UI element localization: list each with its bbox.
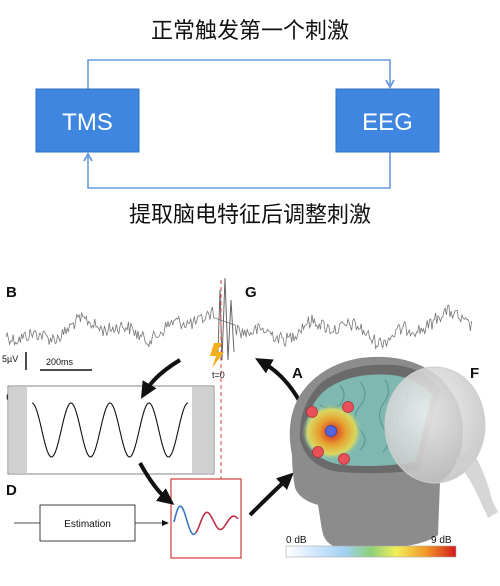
amplitude-scale-label: 5µV — [2, 354, 18, 364]
tms-coil-handle — [455, 448, 498, 518]
panel-e-phase-prediction — [170, 478, 242, 559]
panel-letter-g: G — [245, 284, 257, 301]
tms-box — [35, 88, 140, 153]
eeg-label: EEG — [362, 109, 413, 136]
panel-letter-f: F — [470, 365, 479, 382]
panel-c-filtered-signal — [7, 385, 215, 475]
t0-label: t=0 — [212, 370, 225, 380]
predicted-wave — [195, 511, 239, 534]
filtered-sine-wave — [31, 402, 189, 458]
colorbar-max-label: 9 dB — [431, 535, 452, 546]
bottom-loop-arrow — [83, 152, 391, 189]
tms-coil — [384, 366, 486, 484]
tms-label: TMS — [62, 109, 113, 136]
center-electrode — [325, 425, 337, 437]
top-loop-arrow — [87, 59, 395, 89]
eeg-trace — [5, 304, 472, 350]
adjust-label: 提取脑电特征后调整刺激 — [129, 202, 371, 227]
trigger-label: 正常触发第一个刺激 — [151, 18, 349, 43]
panel-letter-a: A — [292, 365, 303, 382]
arrow-e-to-a — [248, 472, 294, 517]
arrow-b-to-c — [140, 358, 182, 399]
estimated-wave — [173, 505, 197, 536]
arrow-a-to-g — [255, 358, 302, 403]
estimation-label: Estimation — [64, 519, 111, 530]
electrode — [338, 453, 350, 465]
tms-artifact-spike — [217, 277, 235, 361]
eeg-box — [335, 88, 440, 153]
head-brain-model — [289, 356, 498, 548]
electrode — [312, 446, 324, 458]
stim-flash-icon — [210, 343, 224, 368]
panel-letter-b: B — [6, 284, 17, 301]
time-scale-label: 200ms — [46, 357, 74, 367]
colorbar — [285, 545, 457, 558]
panel-letter-d: D — [6, 482, 17, 499]
electrode — [306, 406, 318, 418]
colorbar-min-label: 0 dB — [286, 535, 307, 546]
electrode — [342, 401, 354, 413]
arrow-c-to-e — [138, 462, 175, 505]
